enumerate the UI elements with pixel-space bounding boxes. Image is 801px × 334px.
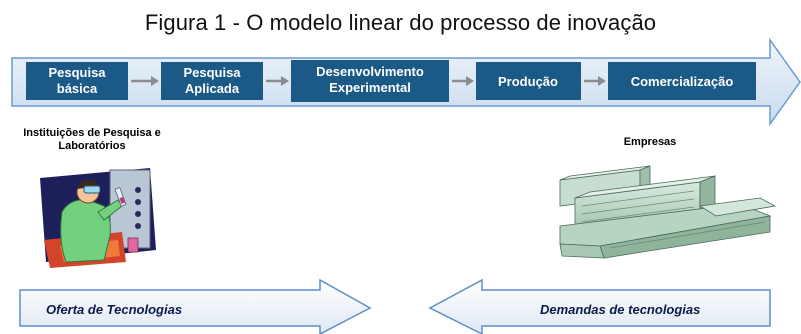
- stage-label: Pesquisa: [48, 65, 106, 80]
- stage-basic-research: Pesquisa básica: [26, 62, 128, 100]
- demand-arrow-label: Demandas de tecnologias: [540, 302, 700, 317]
- stage-label: Desenvolvimento: [316, 64, 424, 79]
- technology-supply-arrow: Oferta de Tecnologias: [19, 278, 372, 334]
- research-institutions-label: Laboratórios: [58, 140, 125, 152]
- stage-applied-research: Pesquisa Aplicada: [161, 62, 263, 100]
- companies-label: Empresas: [624, 136, 677, 148]
- stage-experimental-development: Desenvolvimento Experimental: [291, 60, 449, 102]
- stage-label: básica: [57, 81, 98, 96]
- factory-buildings-icon: [559, 165, 777, 259]
- stage-label: Produção: [498, 74, 558, 89]
- scientist-lab-icon: [40, 168, 156, 268]
- connector-arrow: [131, 76, 159, 86]
- stage-label: Comercialização: [631, 74, 734, 89]
- supply-arrow-label: Oferta de Tecnologias: [46, 302, 182, 317]
- connector-arrow: [452, 76, 474, 86]
- stage-label: Pesquisa: [183, 65, 241, 80]
- research-institutions-label: Instituições de Pesquisa e: [23, 127, 161, 139]
- stage-label: Aplicada: [185, 81, 240, 96]
- stage-label: Experimental: [329, 80, 411, 95]
- connector-arrow: [584, 76, 606, 86]
- technology-demand-arrow: Demandas de tecnologias: [428, 278, 771, 334]
- figure-title: Figura 1 - O modelo linear do processo d…: [144, 10, 657, 35]
- stage-commercialization: Comercialização: [608, 62, 756, 100]
- stage-production: Produção: [476, 62, 581, 100]
- connector-arrow: [266, 76, 289, 86]
